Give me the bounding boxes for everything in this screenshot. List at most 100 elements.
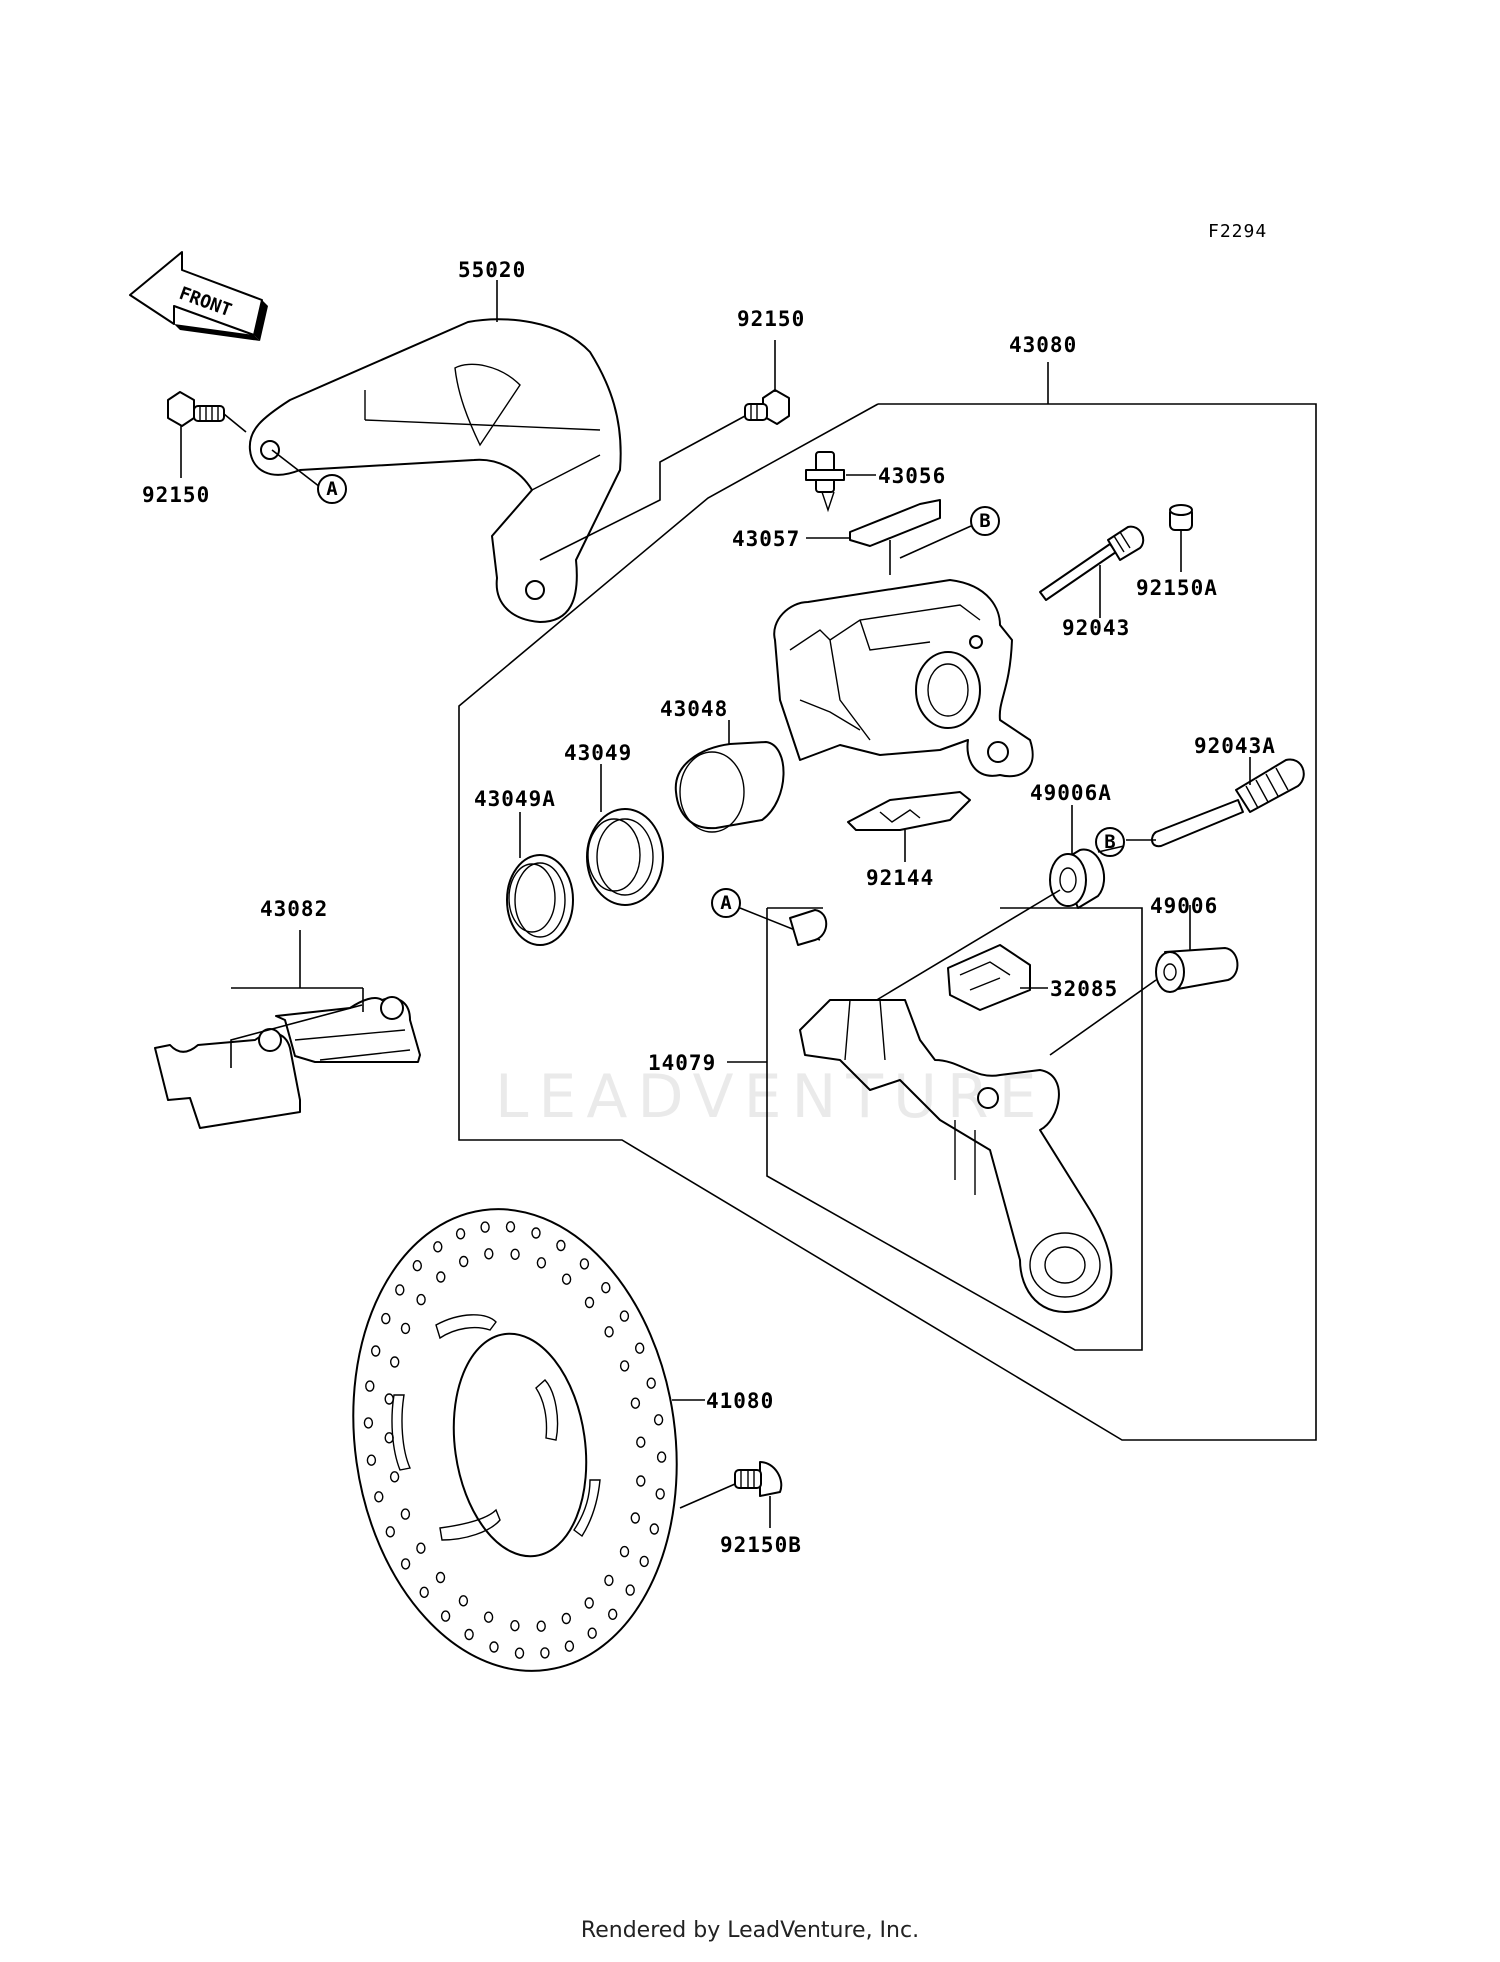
ref-b-top-text: B — [979, 510, 990, 532]
disc-hole — [416, 1293, 426, 1306]
disc-hole — [480, 1221, 490, 1233]
disc-hole — [395, 1284, 405, 1296]
disc-hole — [536, 1257, 547, 1269]
disc-hole — [363, 1417, 374, 1429]
ref-b-right-text: B — [1104, 831, 1115, 853]
disc-hole — [636, 1475, 646, 1487]
disc-hole — [625, 1584, 635, 1596]
disc-hole — [489, 1641, 499, 1653]
callout-92043: 92043 — [1062, 616, 1130, 640]
ref-a-mid — [711, 888, 741, 918]
disc-hole — [604, 1574, 614, 1587]
disc-hole — [635, 1342, 645, 1354]
disc-hole — [374, 1491, 384, 1503]
pad-spring-32085-part — [947, 944, 1031, 1011]
disc-hole — [389, 1471, 400, 1483]
callout-92150b: 92150B — [720, 1533, 802, 1557]
callout-92144: 92144 — [866, 866, 934, 890]
disc-hole — [455, 1228, 466, 1240]
caliper-assembly-boundary — [458, 403, 1317, 1441]
disc-hole — [440, 1610, 451, 1622]
ref-b-right — [1095, 827, 1125, 857]
callout-43082: 43082 — [260, 897, 328, 921]
callout-32085: 32085 — [1050, 977, 1118, 1001]
callout-43057: 43057 — [732, 527, 800, 551]
callout-43056: 43056 — [878, 464, 946, 488]
pad-clip-92144-part — [847, 791, 971, 831]
dust-seal-part — [506, 854, 574, 946]
piston-seal-part — [586, 808, 664, 906]
callout-43049: 43049 — [564, 741, 632, 765]
leader-43082 — [230, 1004, 363, 1068]
callout-55020: 55020 — [458, 258, 526, 282]
callout-14079: 14079 — [648, 1051, 716, 1075]
disc-hole — [435, 1571, 446, 1584]
callout-43080: 43080 — [1009, 333, 1077, 357]
disc-hole — [400, 1508, 411, 1520]
callout-92043a: 92043A — [1194, 734, 1276, 758]
figure-code: F2294 — [1208, 221, 1267, 242]
disc-hole — [459, 1255, 469, 1268]
disc-hole — [371, 1345, 381, 1357]
disc-hole — [390, 1356, 400, 1368]
disc-hole — [365, 1380, 375, 1392]
brake-pads-part — [154, 996, 421, 1129]
callout-92150-left: 92150 — [142, 483, 210, 507]
disc-hole — [436, 1271, 446, 1283]
disc-hole — [416, 1542, 426, 1554]
disc-hole — [385, 1526, 395, 1538]
ref-a-mid-text: A — [720, 892, 732, 914]
disc-hole — [636, 1436, 646, 1448]
disc-hole — [531, 1227, 541, 1239]
caliper-bracket-part — [789, 909, 1113, 1313]
disc-hole — [584, 1597, 594, 1609]
disc-hole — [510, 1619, 520, 1632]
ref-a-left-text: A — [326, 478, 338, 500]
disc-hole — [536, 1620, 546, 1632]
disc-hole — [505, 1221, 516, 1233]
disc-hole — [510, 1248, 520, 1261]
slide-pin-92043a-part — [1151, 758, 1305, 848]
disc-hole — [646, 1377, 656, 1389]
disc-hole — [419, 1586, 429, 1599]
bleeder-valve-part — [805, 451, 845, 513]
piston-part — [674, 741, 785, 833]
ref-a-left — [317, 474, 347, 504]
collar-49006-part — [1155, 947, 1239, 993]
caliper-body-part — [773, 579, 1034, 778]
watermark: LEADVENTURE — [495, 1062, 1047, 1132]
brake-disc-part — [352, 1208, 678, 1672]
disc-hole — [579, 1258, 590, 1270]
callout-43049a: 43049A — [474, 787, 556, 811]
disc-hole — [540, 1647, 550, 1659]
ref-b-top — [970, 506, 1000, 536]
disc-hole — [561, 1612, 571, 1625]
callout-41080: 41080 — [706, 1389, 774, 1413]
bolt-92150b-part — [734, 1461, 783, 1497]
bolt-92150-left — [167, 391, 225, 427]
disc-hole — [604, 1326, 614, 1338]
disc-hole — [384, 1432, 394, 1444]
bracket-boundary — [766, 907, 1143, 1351]
disc-hole — [630, 1512, 640, 1524]
disc-hole — [400, 1558, 411, 1570]
slide-pin-92043-part — [1039, 525, 1145, 601]
disc-holes — [363, 1221, 667, 1659]
cap-92150a-part — [1169, 504, 1193, 531]
disc-hole — [653, 1414, 664, 1426]
bolt-92150-top — [744, 389, 790, 425]
disc-hole — [619, 1310, 630, 1322]
footer-credit: Rendered by LeadVenture, Inc. — [580, 1918, 920, 1943]
disc-hole — [655, 1488, 665, 1500]
disc-hole — [514, 1647, 525, 1659]
disc-hole — [584, 1296, 595, 1309]
disc-hole — [556, 1239, 566, 1252]
disc-hole — [630, 1397, 641, 1409]
disc-hole — [484, 1248, 494, 1260]
disc-hole — [601, 1281, 611, 1294]
pad-spring-part — [849, 499, 941, 547]
disc-hole — [587, 1627, 597, 1639]
callout-92150-top: 92150 — [737, 307, 805, 331]
disc-hole — [649, 1523, 659, 1535]
